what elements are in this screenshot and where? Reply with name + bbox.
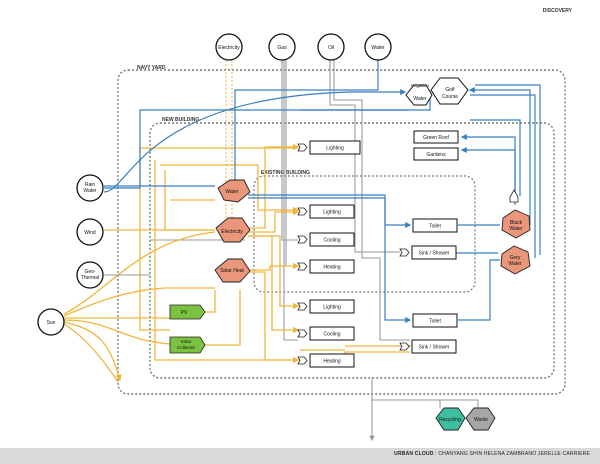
grey-water-line2: Water [508,261,521,267]
fixture-toilet-1: Toilet [412,218,458,233]
footer-credits: URBAN CLOUD : CHANYANG SHIN HELENA ZAMBR… [394,451,590,457]
geothermal-line1: Geo- [84,269,95,275]
existing-heating: Heating [309,259,355,274]
green-roof: Green Roof [413,130,459,144]
footer-authors: CHANYANG SHIN HELENA ZAMBRANO JERELLE CA… [438,451,590,457]
grey-water: Grey Water [500,245,531,275]
output-recycling: Recycling [435,407,466,431]
footer-project: URBAN CLOUD [394,451,434,457]
source-gas: Gas [268,33,296,61]
source-water: Water [364,33,392,61]
lower-heating: Heating [309,353,355,368]
hub-electricity-label: Electricity [221,229,243,235]
lower-cooling: Cooling [309,326,355,341]
existing-building-boundary [253,175,476,293]
recycling-label: Recycling [439,417,461,423]
lower-lighting: Lighting [309,299,355,314]
source-oil-label: Oil [328,45,334,51]
water-return-connector [509,189,519,203]
source-electricity: Electricity [215,33,243,61]
section-title: DISCOVERY [542,8,572,14]
toilet-2-label: Toilet [429,319,441,325]
fixture-sink-2: Sink / Shower [411,339,457,354]
irrigation-water: Irrigation Water [405,83,433,106]
rain-water-line1: Rain [85,182,96,188]
sink-2-label: Sink / Shower [419,345,450,351]
rain-water-line2: Water [83,188,96,194]
sink-1-label: Sink / Shower [419,251,450,257]
golf-line1: Golf [445,87,455,93]
solar-collector-line2: Collector [177,345,196,350]
solar-collector-line1: Solar [181,339,192,344]
irrigation-label: Irrigation [411,83,429,88]
waste-label: Waste [474,417,488,423]
black-water-line1: Black [510,220,523,226]
black-water: Black Water [501,209,531,239]
existing-lighting: Lighting [309,204,355,219]
hub-electricity: Electricity [215,217,251,243]
source-sun: Sun [37,308,65,336]
black-water-line2: Water [509,226,522,232]
grey-water-line1: Grey [510,255,521,261]
source-geothermal: Geo- Thermal [76,261,104,289]
solar-flows [63,143,412,383]
gardens-label: Gardens [426,152,446,158]
lw-heating-label: Heating [323,359,340,365]
toilet-1-label: Toilet [429,224,441,230]
load-connectors [297,143,410,365]
navy-yard-label: NAVY YARD [137,65,166,71]
generator-pv: PV [169,304,206,320]
eb-heating-label: Heating [323,265,340,271]
fixture-sink-1: Sink / Shower [411,245,457,260]
fixture-toilet-2: Toilet [412,313,458,328]
source-gas-label: Gas [277,45,287,51]
new-building-label: NEW BUILDING [162,117,199,123]
green-roof-label: Green Roof [423,135,449,141]
golf-line2: Course [442,94,458,100]
wind-label: Wind [84,230,96,236]
source-water-label: Water [371,45,384,51]
eb-cooling-label: Cooling [324,238,341,244]
source-electricity-label: Electricity [218,45,240,51]
pv-label: PV [181,310,188,316]
existing-cooling: Cooling [309,232,355,247]
source-oil: Oil [317,33,345,61]
eb-lighting-label: Lighting [323,210,341,216]
navy-yard-boundary [117,69,566,395]
new-building-lighting: Lighting [309,140,361,155]
geothermal-line2: Thermal [81,275,99,281]
source-rain-water: Rain Water [76,174,104,202]
hub-solar-heat: Solar Heat [214,258,251,283]
source-wind: Wind [76,218,104,246]
gardens: Gardens [413,147,459,161]
new-building-boundary [149,122,555,379]
nb-lighting-label: Lighting [326,146,344,152]
water-flows [103,60,541,323]
lw-cooling-label: Cooling [324,332,341,338]
output-waste: Waste [465,407,496,431]
hub-solar-heat-label: Solar Heat [220,268,244,274]
sun-label: Sun [47,320,56,326]
golf-course: Golf Course [430,77,469,105]
irrigation-water-label: Water [413,96,426,102]
generator-solar-collector: Solar Collector [169,336,206,354]
hub-water: Water [217,179,251,203]
footer-bar [0,448,600,464]
lw-lighting-label: Lighting [323,305,341,311]
hub-water-label: Water [225,189,238,195]
